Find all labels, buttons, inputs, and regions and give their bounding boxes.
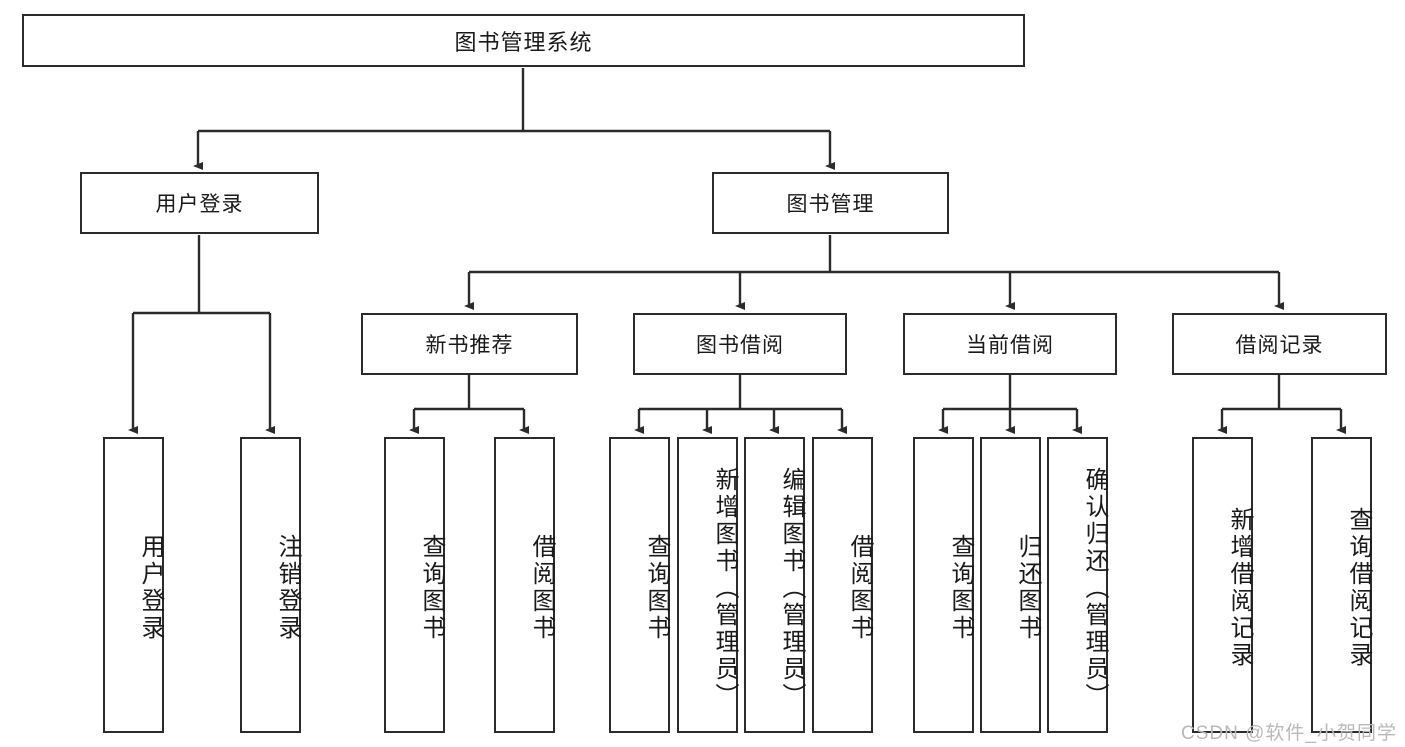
node-root-label: 图书管理系统 (454, 29, 593, 55)
leaf-return-book[interactable]: 归还图书 (980, 437, 1041, 733)
leaf-user-login-label: 用户登录 (137, 534, 164, 642)
node-book-borrow-label: 图书借阅 (696, 334, 784, 357)
leaf-query-book-current-label: 查询图书 (947, 534, 974, 642)
leaf-query-borrow-record-label: 查询借阅记录 (1345, 507, 1372, 669)
node-root[interactable]: 图书管理系统 (22, 14, 1025, 67)
leaf-confirm-return-admin[interactable]: 确认归还（管理员） (1047, 437, 1108, 733)
leaf-query-book-newbook[interactable]: 查询图书 (384, 437, 445, 733)
node-borrow-records-label: 借阅记录 (1235, 334, 1324, 357)
node-book-management-label: 图书管理 (786, 193, 875, 216)
leaf-logout[interactable]: 注销登录 (240, 437, 301, 733)
leaf-edit-book-admin-label: 编辑图书（管理员） (778, 466, 805, 710)
leaf-confirm-return-admin-label: 确认归还（管理员） (1081, 466, 1108, 710)
leaf-borrow-book-newbook[interactable]: 借阅图书 (494, 437, 555, 733)
watermark: CSDN @软件_小贺同学 (1181, 723, 1397, 744)
leaf-borrow-book[interactable]: 借阅图书 (812, 437, 873, 733)
node-current-borrow-label: 当前借阅 (966, 334, 1054, 357)
leaf-query-book-current[interactable]: 查询图书 (913, 437, 974, 733)
leaf-user-login[interactable]: 用户登录 (103, 437, 164, 733)
leaf-add-borrow-record[interactable]: 新增借阅记录 (1192, 437, 1253, 733)
leaf-add-book-admin-label: 新增图书（管理员） (711, 466, 738, 710)
leaf-query-borrow-record[interactable]: 查询借阅记录 (1311, 437, 1372, 733)
leaf-query-book-newbook-label: 查询图书 (418, 534, 445, 642)
leaf-query-book-borrow-label: 查询图书 (643, 534, 670, 642)
leaf-borrow-book-newbook-label: 借阅图书 (528, 534, 555, 642)
node-user-login-label: 用户登录 (155, 193, 244, 216)
leaf-logout-label: 注销登录 (274, 534, 301, 642)
leaf-add-borrow-record-label: 新增借阅记录 (1226, 507, 1253, 669)
node-current-borrow[interactable]: 当前借阅 (903, 313, 1117, 375)
leaf-edit-book-admin[interactable]: 编辑图书（管理员） (744, 437, 805, 733)
node-book-management[interactable]: 图书管理 (712, 172, 949, 234)
leaf-return-book-label: 归还图书 (1014, 534, 1041, 642)
leaf-borrow-book-label: 借阅图书 (846, 534, 873, 642)
leaf-add-book-admin[interactable]: 新增图书（管理员） (677, 437, 738, 733)
node-user-login[interactable]: 用户登录 (80, 172, 319, 234)
leaf-query-book-borrow[interactable]: 查询图书 (609, 437, 670, 733)
node-new-book-recommend-label: 新书推荐 (425, 334, 514, 357)
node-book-borrow[interactable]: 图书借阅 (633, 313, 847, 375)
node-borrow-records[interactable]: 借阅记录 (1172, 313, 1387, 375)
node-new-book-recommend[interactable]: 新书推荐 (361, 313, 578, 375)
